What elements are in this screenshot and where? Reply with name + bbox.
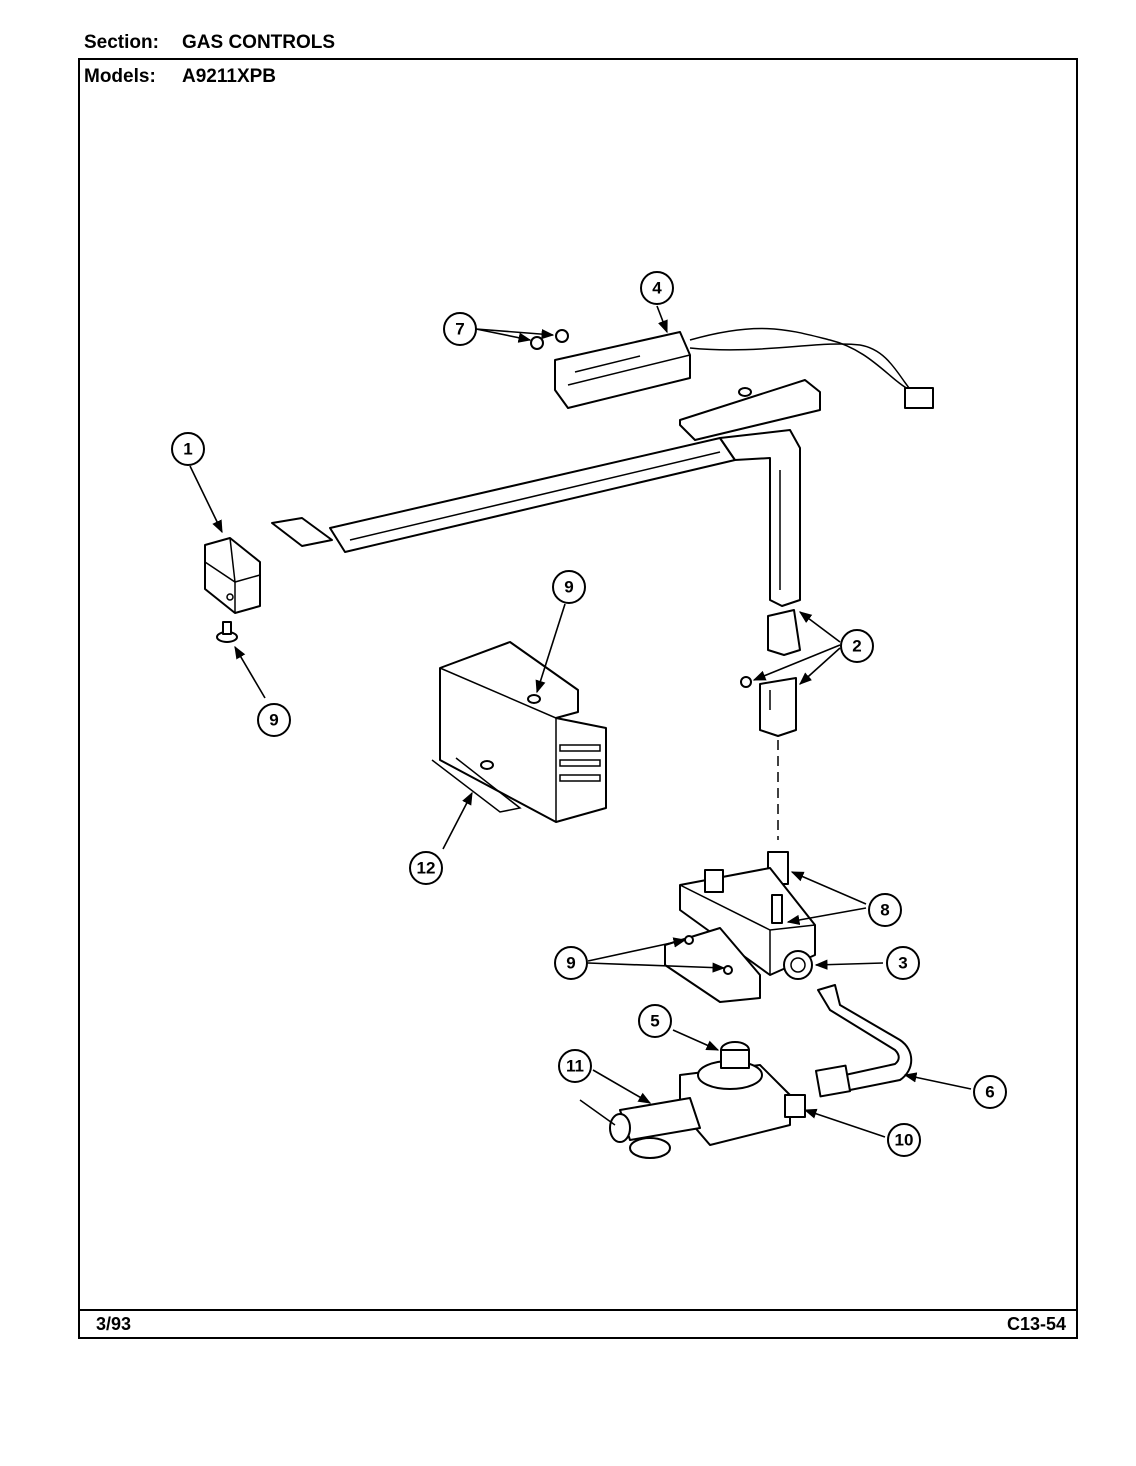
svg-text:3: 3 (898, 954, 907, 973)
callout-9-left: 9 (257, 703, 291, 737)
leader-lines (189, 305, 972, 1138)
igniter-part (554, 327, 934, 441)
callout-8: 8 (868, 893, 902, 927)
section-header: Section: GAS CONTROLS (84, 32, 335, 54)
screw-part-1 (216, 621, 238, 643)
callout-9-valve: 9 (554, 946, 588, 980)
svg-text:12: 12 (417, 859, 436, 878)
svg-text:5: 5 (650, 1012, 659, 1031)
diagram-frame (78, 58, 1078, 1339)
callout-5: 5 (638, 1004, 672, 1038)
svg-text:10: 10 (895, 1131, 914, 1150)
callout-1: 1 (171, 432, 205, 466)
bracket-part (204, 537, 261, 614)
callout-6: 6 (973, 1075, 1007, 1109)
callout-12: 12 (409, 851, 443, 885)
callout-4: 4 (640, 271, 674, 305)
igniter-screws (530, 329, 569, 350)
orifice-holder-part (740, 609, 801, 737)
section-label: Section: (84, 32, 159, 53)
callout-2: 2 (840, 629, 874, 663)
callout-10: 10 (887, 1123, 921, 1157)
models-header: Models: A9211XPB (84, 66, 276, 88)
svg-text:2: 2 (852, 637, 861, 656)
burner-cover-part (431, 641, 607, 823)
svg-text:1: 1 (183, 440, 192, 459)
footer-rule (78, 1309, 1078, 1311)
svg-text:9: 9 (566, 954, 575, 973)
models-label: Models: (84, 66, 156, 87)
svg-text:9: 9 (564, 578, 573, 597)
models-value: A9211XPB (182, 66, 277, 87)
svg-text:4: 4 (652, 279, 662, 298)
callout-3: 3 (886, 946, 920, 980)
valve-outlet-fitting (783, 950, 813, 980)
svg-text:7: 7 (455, 320, 464, 339)
footer-code: C13-54 (1006, 1314, 1066, 1334)
callout-11: 11 (558, 1049, 592, 1083)
footer-date: 3/93 (96, 1314, 132, 1334)
svg-text:11: 11 (566, 1057, 584, 1076)
svg-text:8: 8 (880, 901, 889, 920)
valve-body-part (664, 851, 816, 1003)
section-value: GAS CONTROLS (182, 32, 336, 53)
svg-text:9: 9 (269, 711, 278, 730)
callout-9-cover: 9 (552, 570, 586, 604)
burner-tube (271, 437, 736, 553)
gas-tube-part (814, 984, 913, 1098)
regulator-part (579, 1041, 806, 1159)
svg-text:6: 6 (985, 1083, 994, 1102)
callout-7: 7 (443, 312, 477, 346)
gas-pipe-elbow (719, 429, 801, 607)
